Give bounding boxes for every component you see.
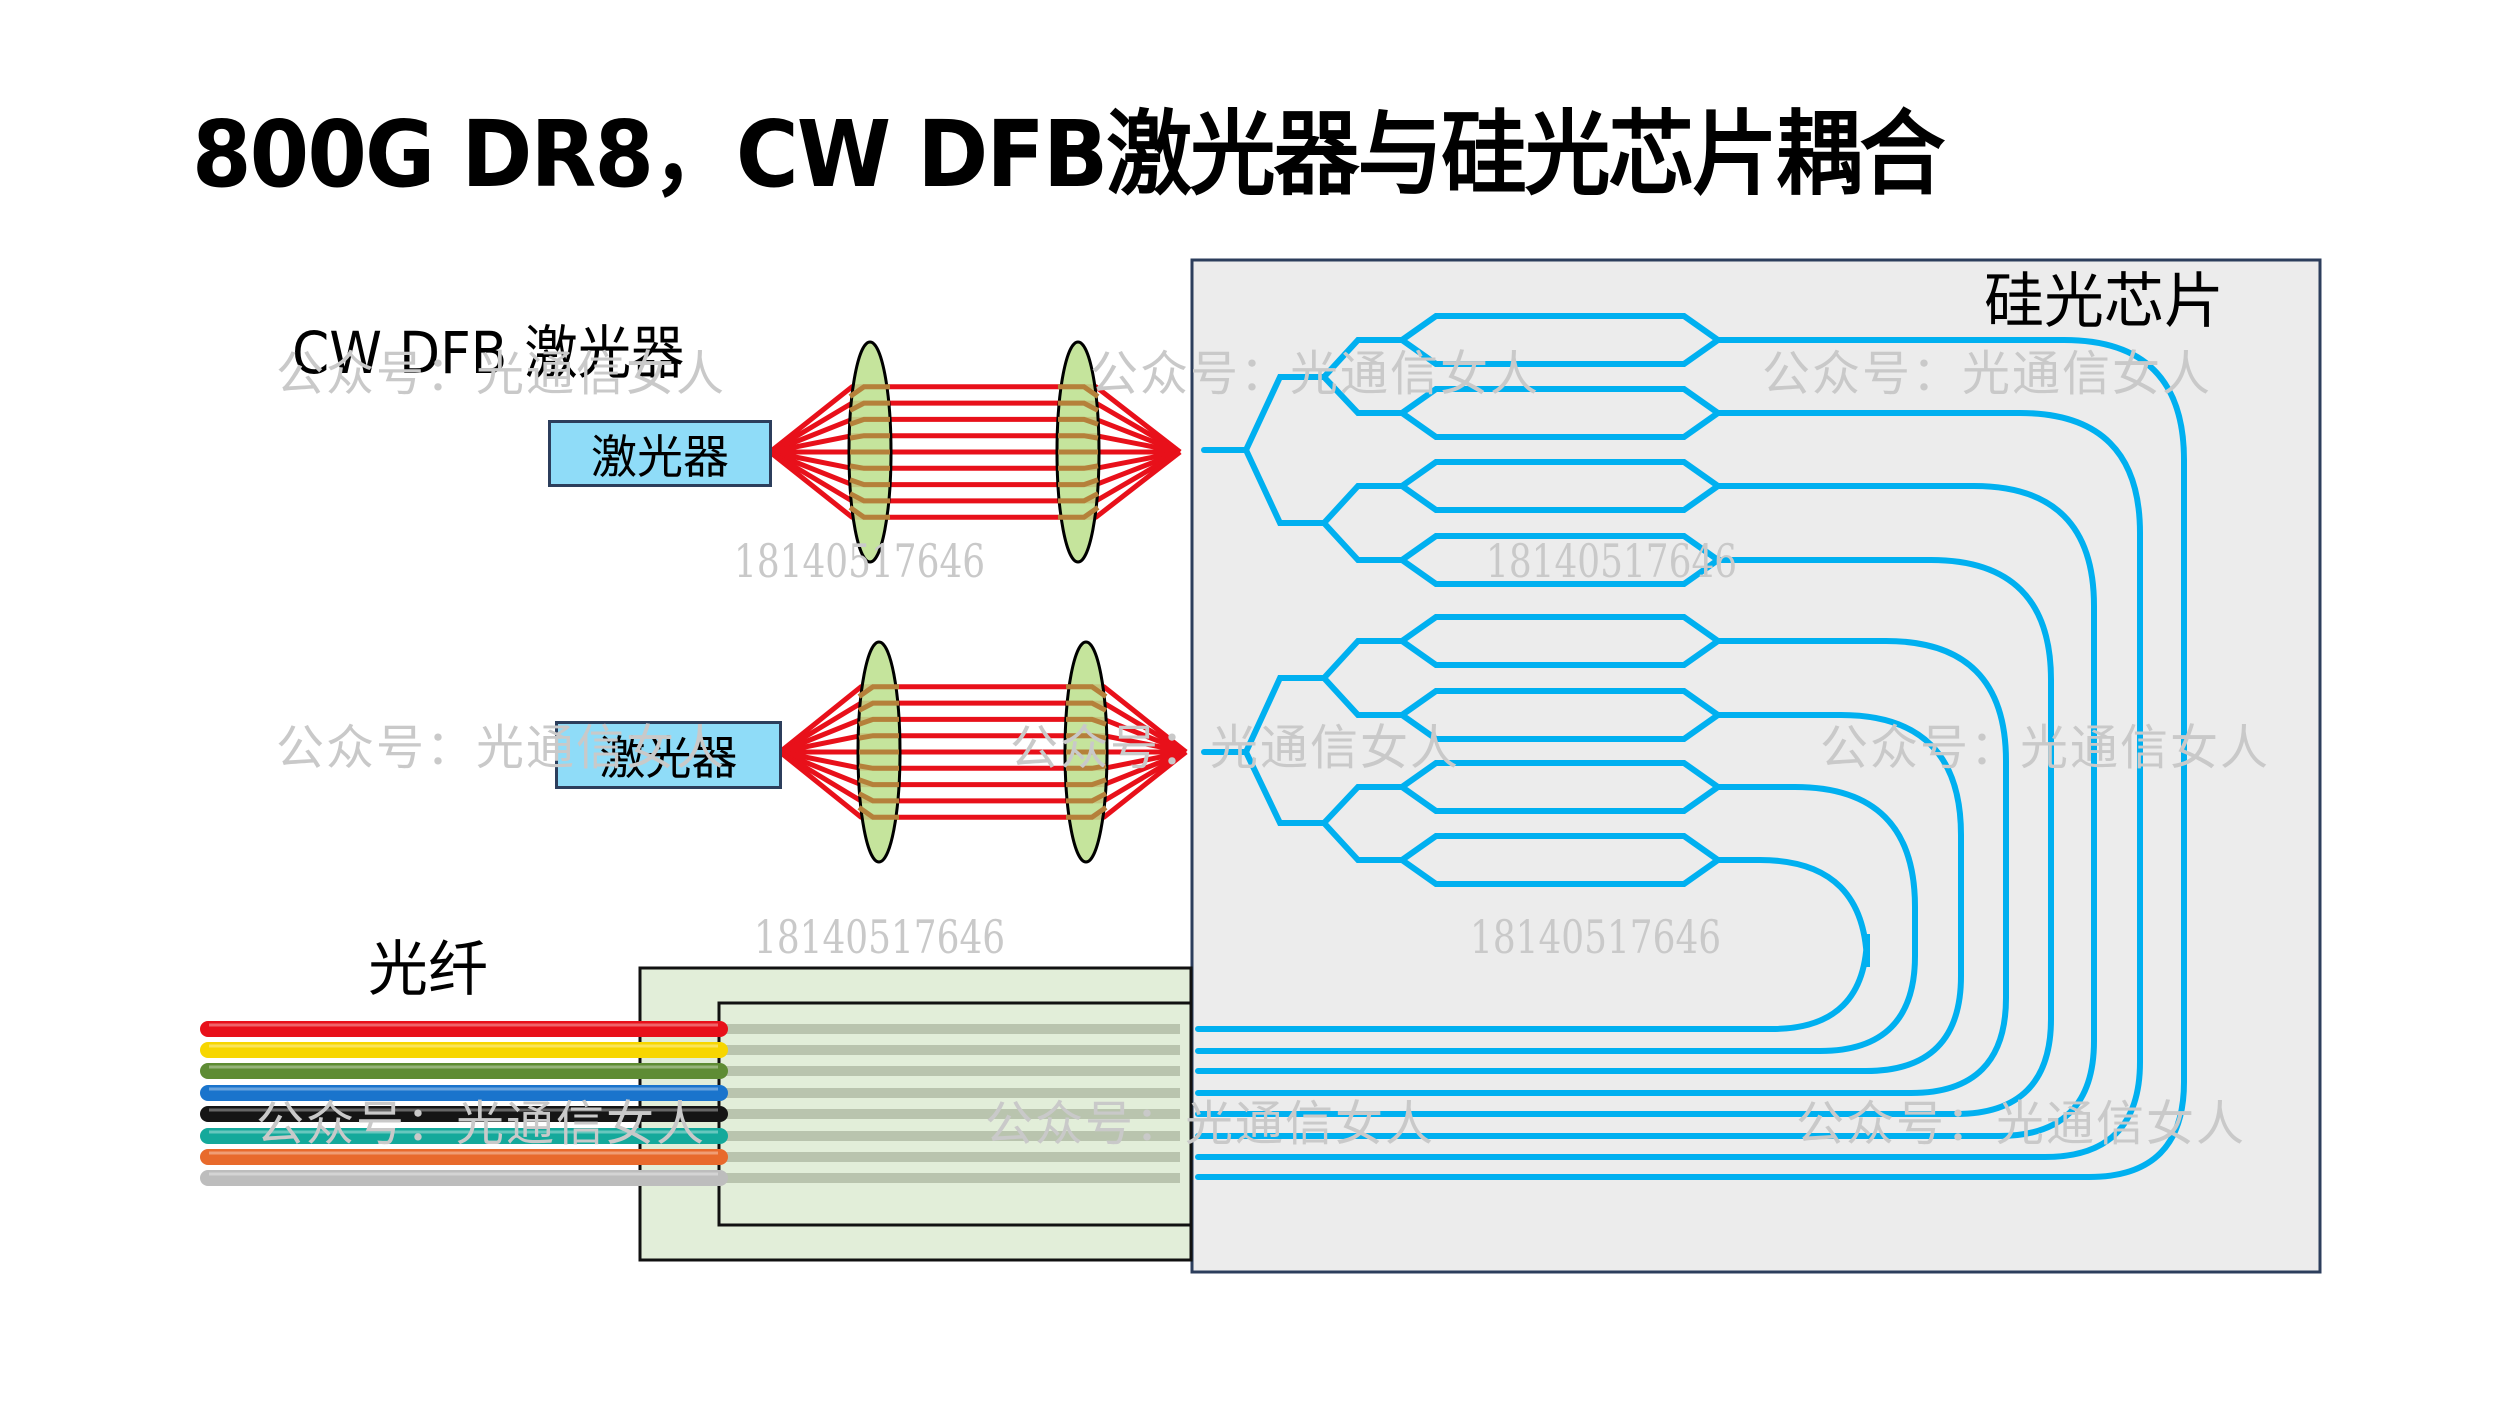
laser-beam: [778, 684, 1188, 754]
laser-box-2-label: 激光器: [599, 731, 738, 785]
beam-in-lens: [1066, 777, 1107, 788]
beam-in-lens: [849, 463, 890, 471]
laser-beam: [779, 733, 1187, 755]
beam-in-lens: [858, 733, 899, 741]
beam-in-lens: [848, 505, 890, 520]
laser-beam: [779, 749, 1187, 788]
laser-box-1: 激光器: [548, 420, 772, 487]
beam-in-lens: [1066, 716, 1107, 727]
fiber-label: 光纤: [368, 935, 488, 1005]
laser-beam: [778, 749, 1188, 804]
beam-in-lens: [1058, 400, 1100, 413]
beam-in-lens: [1066, 700, 1108, 713]
splitter-branch: [1321, 784, 1405, 826]
beam-in-lens: [848, 384, 890, 399]
beam-in-lens: [1058, 433, 1099, 441]
beam-in-lens: [857, 684, 899, 699]
splitter-branch: [1243, 675, 1327, 755]
beam-in-lens: [1066, 733, 1107, 741]
beam-in-lens: [1058, 463, 1099, 471]
splitter-branch: [1321, 374, 1405, 416]
laser-beam: [768, 449, 1182, 504]
splitter-branch: [1321, 337, 1405, 380]
beam-in-lens: [1066, 763, 1107, 771]
splitter-branch: [1243, 749, 1327, 826]
output-waveguide-8: [1195, 857, 1870, 1032]
chip-label: 硅光芯片: [1984, 267, 2224, 337]
laser-beam: [778, 750, 1188, 820]
laser-beam: [779, 749, 1187, 771]
beam-in-lens: [857, 700, 899, 713]
laser-beam: [779, 716, 1187, 755]
laser-beam: [769, 416, 1181, 455]
output-waveguide-4: [1195, 557, 2054, 1117]
output-waveguide-5: [1195, 638, 2009, 1096]
laser-beam: [769, 433, 1181, 455]
output-waveguide-1: [1195, 337, 2187, 1180]
beam-in-lens: [1066, 805, 1108, 820]
laser-beam: [769, 449, 1181, 488]
laser-beam: [768, 400, 1182, 455]
page-title: 800G DR8，CW DFB激光器与硅光芯片耦合: [192, 101, 1945, 208]
splitter-branch: [1321, 820, 1405, 863]
laser-optics-1: [768, 340, 1182, 564]
splitter-branch: [1321, 638, 1405, 681]
output-waveguide-6: [1195, 712, 1964, 1074]
laser-beam: [768, 450, 1182, 520]
laser-section-label: CW DFB 激光器: [292, 319, 685, 387]
beam-in-lens: [1066, 684, 1108, 699]
beam-in-lens: [858, 716, 899, 727]
beam-in-lens: [849, 433, 890, 441]
laser-optics-2: [778, 640, 1188, 864]
splitter-branch: [1243, 447, 1327, 526]
beam-in-lens: [858, 763, 899, 771]
beam-in-lens: [848, 491, 890, 504]
output-waveguide-2: [1195, 410, 2143, 1160]
laser-box-1-label: 激光器: [591, 429, 729, 484]
splitter-branch: [1243, 374, 1327, 453]
splitter-branch: [1321, 520, 1405, 563]
beam-in-lens: [1058, 384, 1100, 399]
beam-in-lens: [1058, 477, 1099, 488]
beam-in-lens: [1058, 491, 1100, 504]
splitter-branch: [1321, 483, 1405, 526]
beam-in-lens: [1066, 791, 1108, 804]
output-waveguide-7: [1195, 784, 1918, 1054]
laser-box-2: 激光器: [555, 721, 782, 789]
output-waveguide-3: [1195, 483, 2097, 1139]
laser-beam: [769, 449, 1181, 471]
beam-in-lens: [1058, 505, 1100, 520]
beam-in-lens: [857, 791, 899, 804]
beam-in-lens: [849, 477, 890, 488]
beam-in-lens: [858, 777, 899, 788]
beam-in-lens: [857, 805, 899, 820]
laser-beam: [778, 700, 1188, 755]
splitter-branch: [1321, 675, 1405, 718]
beam-in-lens: [848, 400, 890, 413]
beam-in-lens: [849, 416, 890, 427]
laser-beam: [768, 384, 1182, 454]
beam-in-lens: [1058, 416, 1099, 427]
